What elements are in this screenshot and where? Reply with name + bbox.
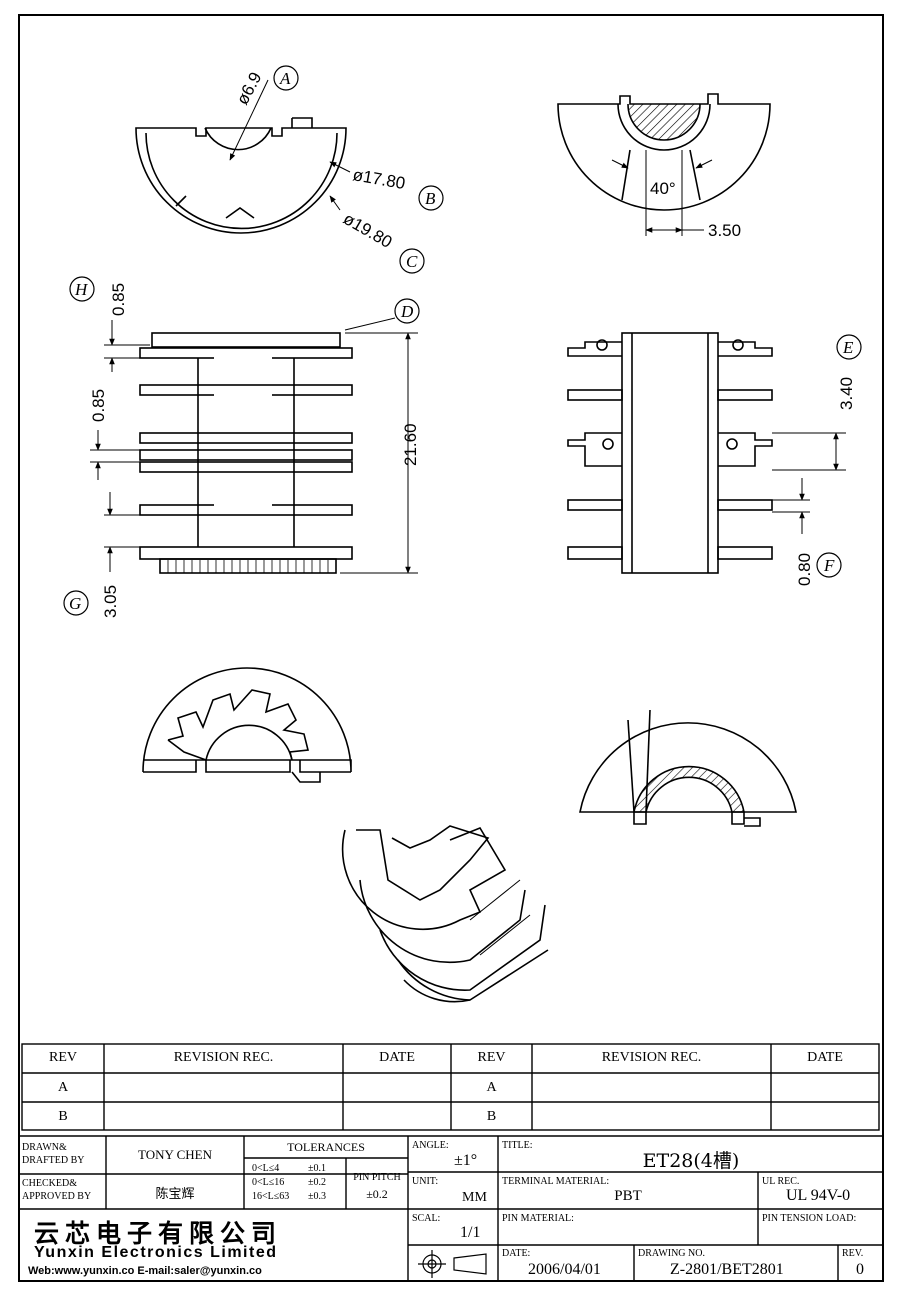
date-header-2: DATE: [807, 1050, 843, 1065]
callout-b: B: [425, 189, 436, 208]
dim-3-40: 3.40: [837, 377, 856, 410]
dim-angle-40: 40°: [650, 179, 676, 198]
bottom-view-right: [579, 709, 797, 827]
revision-table: [21, 1043, 880, 1131]
tol-range-3: 16<L≤63: [252, 1191, 290, 1202]
angle-value: ±1°: [454, 1152, 478, 1169]
callout-e: E: [842, 338, 854, 357]
pin-tension-label: PIN TENSION LOAD:: [762, 1213, 857, 1224]
dim-0-85-mid: 0.85: [89, 389, 108, 422]
rev-row-a-2: A: [486, 1080, 497, 1095]
tol-range-2: 0<L≤16: [252, 1177, 285, 1188]
dim-d6-9: ø6.9: [233, 69, 266, 108]
dim-0-85-top: 0.85: [109, 283, 128, 316]
tol-value-1: ±0.1: [308, 1163, 326, 1174]
unit-label: UNIT:: [412, 1176, 439, 1187]
projection-symbol: [418, 1250, 487, 1278]
isometric-view: [341, 825, 549, 1003]
rev-header-1: REV: [49, 1050, 77, 1065]
pin-pitch: ±0.2: [366, 1187, 388, 1201]
revision-rec-header-1: REVISION REC.: [173, 1050, 274, 1065]
dim-21-60: 21.60: [401, 423, 420, 466]
date-header-1: DATE: [379, 1050, 415, 1065]
rev-label: REV.: [842, 1248, 864, 1259]
dim-0-80: 0.80: [795, 553, 814, 586]
drawing-no-label: DRAWING NO.: [638, 1248, 705, 1259]
ul-rec: UL 94V-0: [786, 1187, 851, 1204]
rev-row-b-1: B: [58, 1109, 68, 1124]
top-view-right: [557, 93, 771, 236]
drawn-label-1: DRAWN&: [22, 1142, 67, 1153]
approved-by: 陈宝辉: [155, 1187, 195, 1202]
scale-label: SCAL:: [412, 1213, 441, 1224]
base-pins: [167, 560, 329, 573]
title-block: [18, 1135, 884, 1282]
company-name-en: Yunxin Electronics Limited: [34, 1244, 278, 1261]
tol-range-1: 0<L≤4: [252, 1163, 280, 1174]
rev-row-a-1: A: [57, 1080, 69, 1095]
revision-rec-header-2: REVISION REC.: [601, 1050, 702, 1065]
rev-header-2: REV: [477, 1050, 506, 1065]
drawing-no: Z-2801/BET2801: [670, 1261, 784, 1278]
tol-value-2: ±0.2: [308, 1177, 326, 1188]
company-web: Web:www.yunxin.co E-mail:saler@yunxin.co: [28, 1265, 262, 1277]
terminal-material-label: TERMINAL MATERIAL:: [502, 1176, 610, 1187]
scale-value: 1/1: [460, 1224, 481, 1241]
dim-3-05: 3.05: [101, 585, 120, 618]
pin-pitch-label: PIN PITCH: [353, 1172, 401, 1183]
unit-value: MM: [462, 1190, 487, 1205]
date-label: DATE:: [502, 1248, 531, 1259]
tolerances-label: TOLERANCES: [287, 1140, 365, 1154]
drawing-frame: [18, 14, 884, 1282]
checked-label-1: CHECKED&: [22, 1178, 77, 1189]
date-value: 2006/04/01: [528, 1261, 601, 1278]
drawn-label-2: DRAFTED BY: [22, 1155, 85, 1166]
angle-label: ANGLE:: [412, 1140, 449, 1151]
callout-d: D: [400, 302, 414, 321]
ul-rec-label: UL REC.: [762, 1176, 800, 1187]
terminal-material: PBT: [614, 1188, 642, 1204]
dim-3-50: 3.50: [708, 221, 741, 240]
pin-material-label: PIN MATERIAL:: [502, 1213, 574, 1224]
side-view-right: [567, 332, 773, 574]
top-view-left: [135, 117, 347, 234]
bottom-view-left: [142, 667, 352, 783]
callout-a: A: [279, 69, 291, 88]
rev-row-b-2: B: [486, 1109, 497, 1124]
callout-g: G: [69, 594, 81, 613]
tol-value-3: ±0.3: [308, 1191, 326, 1202]
rev-value: 0: [856, 1261, 864, 1278]
callout-f: F: [823, 556, 835, 575]
drawn-by: TONY CHEN: [137, 1147, 213, 1162]
dim-d17-80: ø17.80: [351, 165, 406, 193]
drawing-title: ET28(4槽): [642, 1150, 740, 1172]
callout-c: C: [406, 252, 418, 271]
side-view-left: [139, 332, 353, 574]
checked-label-2: APPROVED BY: [22, 1191, 92, 1202]
title-label: TITLE:: [502, 1140, 533, 1151]
company-name-cn: 云芯电子有限公司: [34, 1219, 283, 1248]
callout-h: H: [74, 280, 89, 299]
dim-d19-80: ø19.80: [340, 209, 395, 252]
